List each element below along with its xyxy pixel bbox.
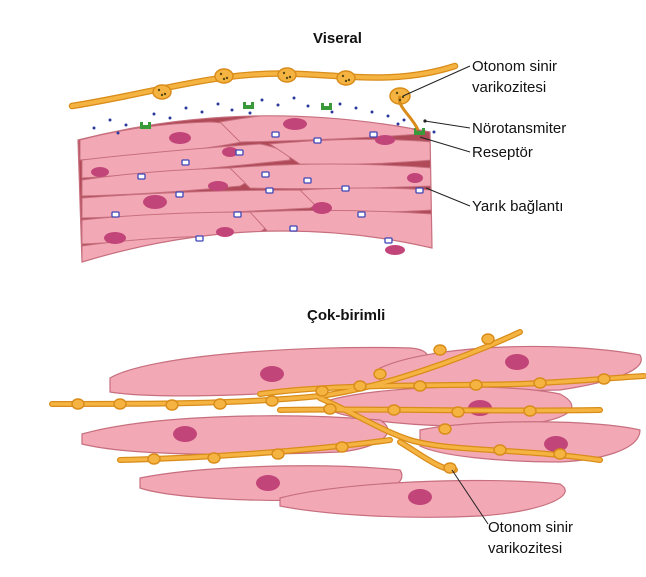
nucleus — [385, 245, 405, 255]
varicosity — [153, 85, 171, 99]
multiunit-title: Çok-birimli — [307, 307, 385, 324]
label-nerve-varicosity-line1: Otonom sinir — [472, 58, 557, 75]
gap-junction — [370, 132, 377, 137]
gap-junction — [342, 186, 349, 191]
varicosity — [434, 345, 446, 355]
multiunit-cells — [82, 346, 641, 517]
gap-junction — [234, 212, 241, 217]
varicosity — [470, 380, 482, 390]
nucleus — [407, 173, 423, 183]
varicosity — [214, 399, 226, 409]
varicosity — [534, 378, 546, 388]
gap-junction — [182, 160, 189, 165]
varicosity — [215, 69, 233, 83]
nucleus — [143, 195, 167, 209]
gap-junction — [290, 226, 297, 231]
nucleus — [208, 181, 228, 191]
nucleus — [173, 426, 197, 442]
varicosity — [482, 334, 494, 344]
varicosity — [414, 381, 426, 391]
muscle-cell — [420, 422, 640, 462]
varicosity — [336, 442, 348, 452]
varicosity — [337, 71, 355, 85]
label-neurotransmitter: Nörotansmiter — [472, 120, 566, 137]
varicosity — [272, 449, 284, 459]
receptor — [321, 103, 332, 110]
label-gap-junction: Yarık bağlantı — [472, 198, 563, 215]
varicosity — [354, 381, 366, 391]
varicosity — [166, 400, 178, 410]
varicosity — [114, 399, 126, 409]
visceral-title: Viseral — [313, 30, 362, 47]
label-receptor: Reseptör — [472, 144, 533, 161]
varicosity — [452, 407, 464, 417]
label-nerve-varicosity-line2: varikozitesi — [472, 79, 546, 96]
nucleus — [91, 167, 109, 177]
varicosity — [388, 405, 400, 415]
gap-junction — [416, 188, 423, 193]
nucleus — [375, 135, 395, 145]
varicosity — [266, 396, 278, 406]
nucleus — [505, 354, 529, 370]
varicosity — [554, 449, 566, 459]
gap-junction — [138, 174, 145, 179]
varicosity — [148, 454, 160, 464]
varicosity — [439, 424, 451, 434]
muscle-cell — [270, 139, 432, 164]
nucleus — [312, 202, 332, 214]
nucleus — [256, 475, 280, 491]
varicosity — [374, 369, 386, 379]
label-multiunit-nerve-line1: Otonom sinir — [488, 519, 573, 536]
visceral-cells — [80, 111, 432, 262]
varicosity — [524, 406, 536, 416]
gap-junction — [176, 192, 183, 197]
receptor — [140, 122, 151, 129]
gap-junction — [236, 150, 243, 155]
varicosity — [324, 404, 336, 414]
nucleus — [283, 118, 307, 130]
varicosity — [444, 463, 456, 473]
gap-junction — [358, 212, 365, 217]
varicosity — [278, 68, 296, 82]
varicosity — [208, 453, 220, 463]
gap-junction — [314, 138, 321, 143]
nucleus — [260, 366, 284, 382]
receptor — [414, 128, 425, 135]
nucleus — [104, 232, 126, 244]
label-multiunit-nerve-line2: varikozitesi — [488, 540, 562, 557]
gap-junction — [304, 178, 311, 183]
varicosity — [494, 445, 506, 455]
varicosity — [72, 399, 84, 409]
muscle-cell — [230, 164, 432, 189]
varicosity — [598, 374, 610, 384]
varicosity — [316, 386, 328, 396]
nucleus — [169, 132, 191, 144]
gap-junction — [262, 172, 269, 177]
gap-junction — [385, 238, 392, 243]
gap-junction — [266, 188, 273, 193]
visceral-muscle-band — [78, 111, 432, 262]
nucleus — [408, 489, 432, 505]
nucleus — [216, 227, 234, 237]
receptor — [243, 102, 254, 109]
gap-junction — [112, 212, 119, 217]
gap-junction — [272, 132, 279, 137]
gap-junction — [196, 236, 203, 241]
